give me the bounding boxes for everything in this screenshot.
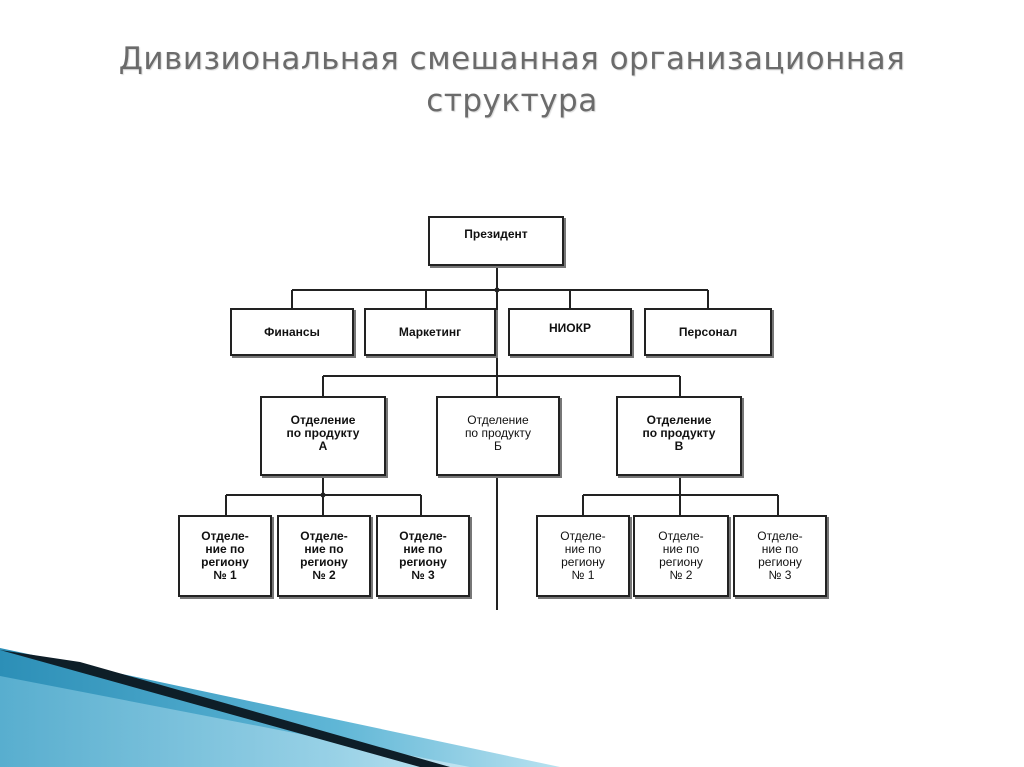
box-marketing: Маркетинг (364, 308, 496, 356)
corner-dark-ribbon (0, 650, 450, 767)
box-a-region-3-label: Отделе- ние по региону № 3 (399, 529, 447, 582)
junction-dot (320, 492, 326, 498)
box-a-region-3: Отделе- ние по региону № 3 (376, 515, 470, 597)
box-rnd-label: НИОКР (549, 321, 591, 335)
box-president: Президент (428, 216, 564, 266)
box-v-region-1: Отделе- ние по региону № 1 (536, 515, 630, 597)
slide-title-line-2: структура (426, 83, 598, 119)
box-personnel: Персонал (644, 308, 772, 356)
slide-title-line-1: Дивизиональная смешанная организационная (118, 41, 906, 77)
box-v-region-3: Отделе- ние по региону № 3 (733, 515, 827, 597)
box-finance: Финансы (230, 308, 354, 356)
box-v-region-2: Отделе- ние по региону № 2 (633, 515, 729, 597)
slide-title: Дивизиональная смешанная организационная… (0, 38, 1024, 122)
box-a-region-2: Отделе- ние по региону № 2 (277, 515, 371, 597)
box-a-region-1-label: Отделе- ние по региону № 1 (201, 529, 249, 582)
box-a-region-1: Отделе- ние по региону № 1 (178, 515, 272, 597)
box-division-v: Отделение по продукту В (616, 396, 742, 476)
box-marketing-label: Маркетинг (398, 324, 462, 339)
box-personnel-label: Персонал (678, 324, 738, 339)
box-division-b: Отделение по продукту Б (436, 396, 560, 476)
box-division-a-label: Отделение по продукту А (286, 413, 360, 453)
box-division-v-label: Отделение по продукту В (642, 413, 716, 453)
box-a-region-2-label: Отделе- ние по региону № 2 (300, 529, 348, 582)
box-finance-label: Финансы (264, 324, 320, 339)
box-v-region-3-label: Отделе- ние по региону № 3 (757, 529, 803, 582)
junction-dot (494, 287, 500, 293)
box-division-b-label: Отделение по продукту Б (464, 413, 532, 453)
box-rnd: НИОКР (508, 308, 632, 356)
box-v-region-1-label: Отделе- ние по региону № 1 (560, 529, 606, 582)
box-v-region-2-label: Отделе- ние по региону № 2 (658, 529, 704, 582)
box-president-label: Президент (464, 227, 528, 241)
box-division-a: Отделение по продукту А (260, 396, 386, 476)
